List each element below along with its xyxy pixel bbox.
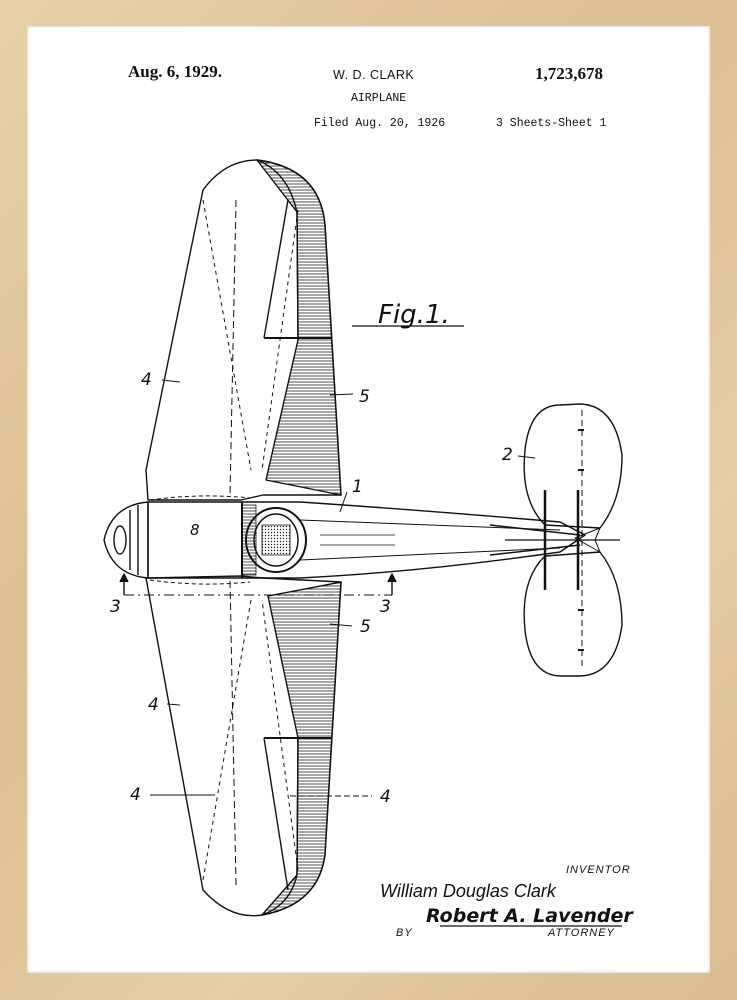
pilot-seat bbox=[261, 524, 291, 556]
patent-paper bbox=[27, 26, 710, 973]
figure-label: Fig.1. bbox=[378, 300, 450, 330]
ref-5-lower-aileron: 5 bbox=[360, 617, 371, 637]
ref-5-upper-aileron: 5 bbox=[359, 387, 370, 407]
attorney-signature: Robert A. Lavender bbox=[426, 905, 634, 927]
filed-date: Filed Aug. 20, 1926 bbox=[314, 117, 446, 130]
horizontal-stabilizer bbox=[523, 403, 623, 529]
attorney-label: ATTORNEY bbox=[547, 927, 615, 939]
ref-4-section-right: 4 bbox=[380, 787, 391, 807]
ref-3-section-right: 3 bbox=[380, 597, 391, 617]
ref-8-fuselage-front: 8 bbox=[190, 521, 200, 539]
fuselage-body bbox=[241, 501, 586, 579]
patent-title: AIRPLANE bbox=[351, 92, 407, 105]
fuselage-front bbox=[147, 501, 243, 579]
ref-4-upper-wing: 4 bbox=[141, 370, 152, 390]
sheet-count: 3 Sheets-Sheet 1 bbox=[496, 117, 607, 130]
ref-3-section-left: 3 bbox=[110, 597, 121, 617]
nose-cowling bbox=[103, 501, 149, 579]
ref-4-section-left: 4 bbox=[130, 785, 141, 805]
inventor-label: INVENTOR bbox=[566, 864, 631, 876]
inventor-header: W. D. CLARK bbox=[333, 68, 415, 82]
patent-date: Aug. 6, 1929. bbox=[128, 62, 222, 81]
horizontal-stabilizer-lower bbox=[523, 551, 623, 677]
ref-2-stabilizer: 2 bbox=[502, 445, 513, 465]
upper-aileron bbox=[256, 159, 342, 496]
lower-aileron bbox=[261, 581, 342, 916]
patent-number: 1,723,678 bbox=[535, 64, 603, 83]
inventor-name: William Douglas Clark bbox=[380, 881, 557, 901]
ref-4-lower-wing: 4 bbox=[148, 695, 159, 715]
by-label: BY bbox=[396, 927, 413, 939]
ref-1-fuselage: 1 bbox=[352, 477, 363, 497]
